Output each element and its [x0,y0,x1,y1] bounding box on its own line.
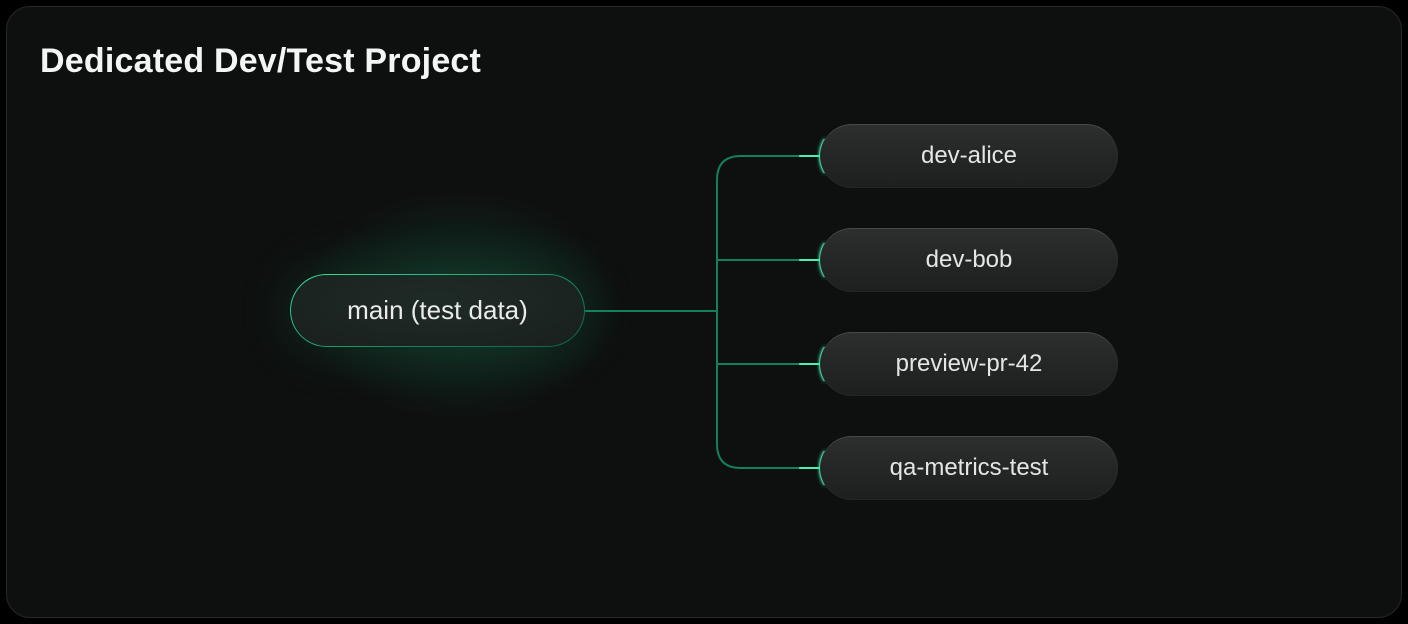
diagram-node-dev-alice: dev-alice [820,124,1118,188]
diagram-node-label: dev-bob [821,229,1117,291]
diagram-node-preview-pr-42: preview-pr-42 [820,332,1118,396]
diagram-node-main-label: main (test data) [291,275,584,346]
branch-paths [585,155,819,469]
diagram-node-main: main (test data) [290,274,585,347]
diagram-node-dev-bob: dev-bob [820,228,1118,292]
diagram-node-qa-metrics-test: qa-metrics-test [820,436,1118,500]
page-title: Dedicated Dev/Test Project [40,42,482,80]
endpoint-glows [790,138,826,486]
diagram-node-label: preview-pr-42 [821,333,1117,395]
diagram-node-label: qa-metrics-test [821,437,1117,499]
diagram-node-label: dev-alice [821,125,1117,187]
